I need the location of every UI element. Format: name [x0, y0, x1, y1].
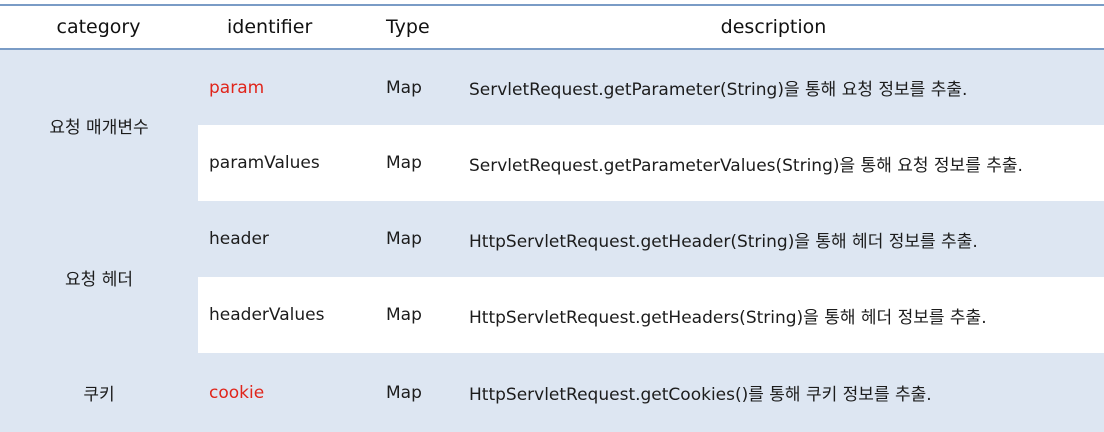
table-row: headerValues Map HttpServletRequest.getH…: [0, 277, 1104, 353]
category-cell: 쿠키: [0, 353, 198, 432]
header-description: description: [443, 4, 1104, 50]
header-identifier: identifier: [198, 4, 365, 50]
type-cell: Map: [365, 125, 443, 201]
table-row: 요청 매개변수 param Map ServletRequest.getPara…: [0, 49, 1104, 201]
header-row: category identifier Type description: [0, 4, 1104, 50]
table-header: category identifier Type description: [0, 4, 1104, 50]
table-body: 요청 매개변수 param Map ServletRequest.getPara…: [0, 49, 1104, 432]
description-cell: ServletRequest.getParameterValues(String…: [443, 125, 1104, 201]
type-cell: Map: [365, 49, 443, 125]
type-cell: Map: [365, 277, 443, 353]
table-row: 쿠키 cookie Map HttpServletRequest.getCook…: [0, 353, 1104, 432]
implicit-objects-table: category identifier Type description 요청 …: [0, 4, 1104, 432]
type-cell: Map: [365, 201, 443, 277]
description-cell: ServletRequest.getParameter(String)을 통해 …: [443, 49, 1104, 125]
description-cell: HttpServletRequest.getCookies()를 통해 쿠키 정…: [443, 353, 1104, 432]
identifier-cell: paramValues: [198, 125, 365, 201]
header-type: Type: [365, 4, 443, 50]
identifier-cell: param: [198, 49, 365, 125]
description-cell: HttpServletRequest.getHeader(String)을 통해…: [443, 201, 1104, 277]
category-cell: 요청 헤더: [0, 201, 198, 353]
type-cell: Map: [365, 353, 443, 432]
identifier-cell: cookie: [198, 353, 365, 432]
table-row: paramValues Map ServletRequest.getParame…: [0, 125, 1104, 201]
category-cell: 요청 매개변수: [0, 49, 198, 201]
identifier-cell: headerValues: [198, 277, 365, 353]
header-category: category: [0, 4, 198, 50]
table-row: 요청 헤더 header Map HttpServletRequest.getH…: [0, 201, 1104, 353]
description-cell: HttpServletRequest.getHeaders(String)을 통…: [443, 277, 1104, 353]
identifier-cell: header: [198, 201, 365, 277]
